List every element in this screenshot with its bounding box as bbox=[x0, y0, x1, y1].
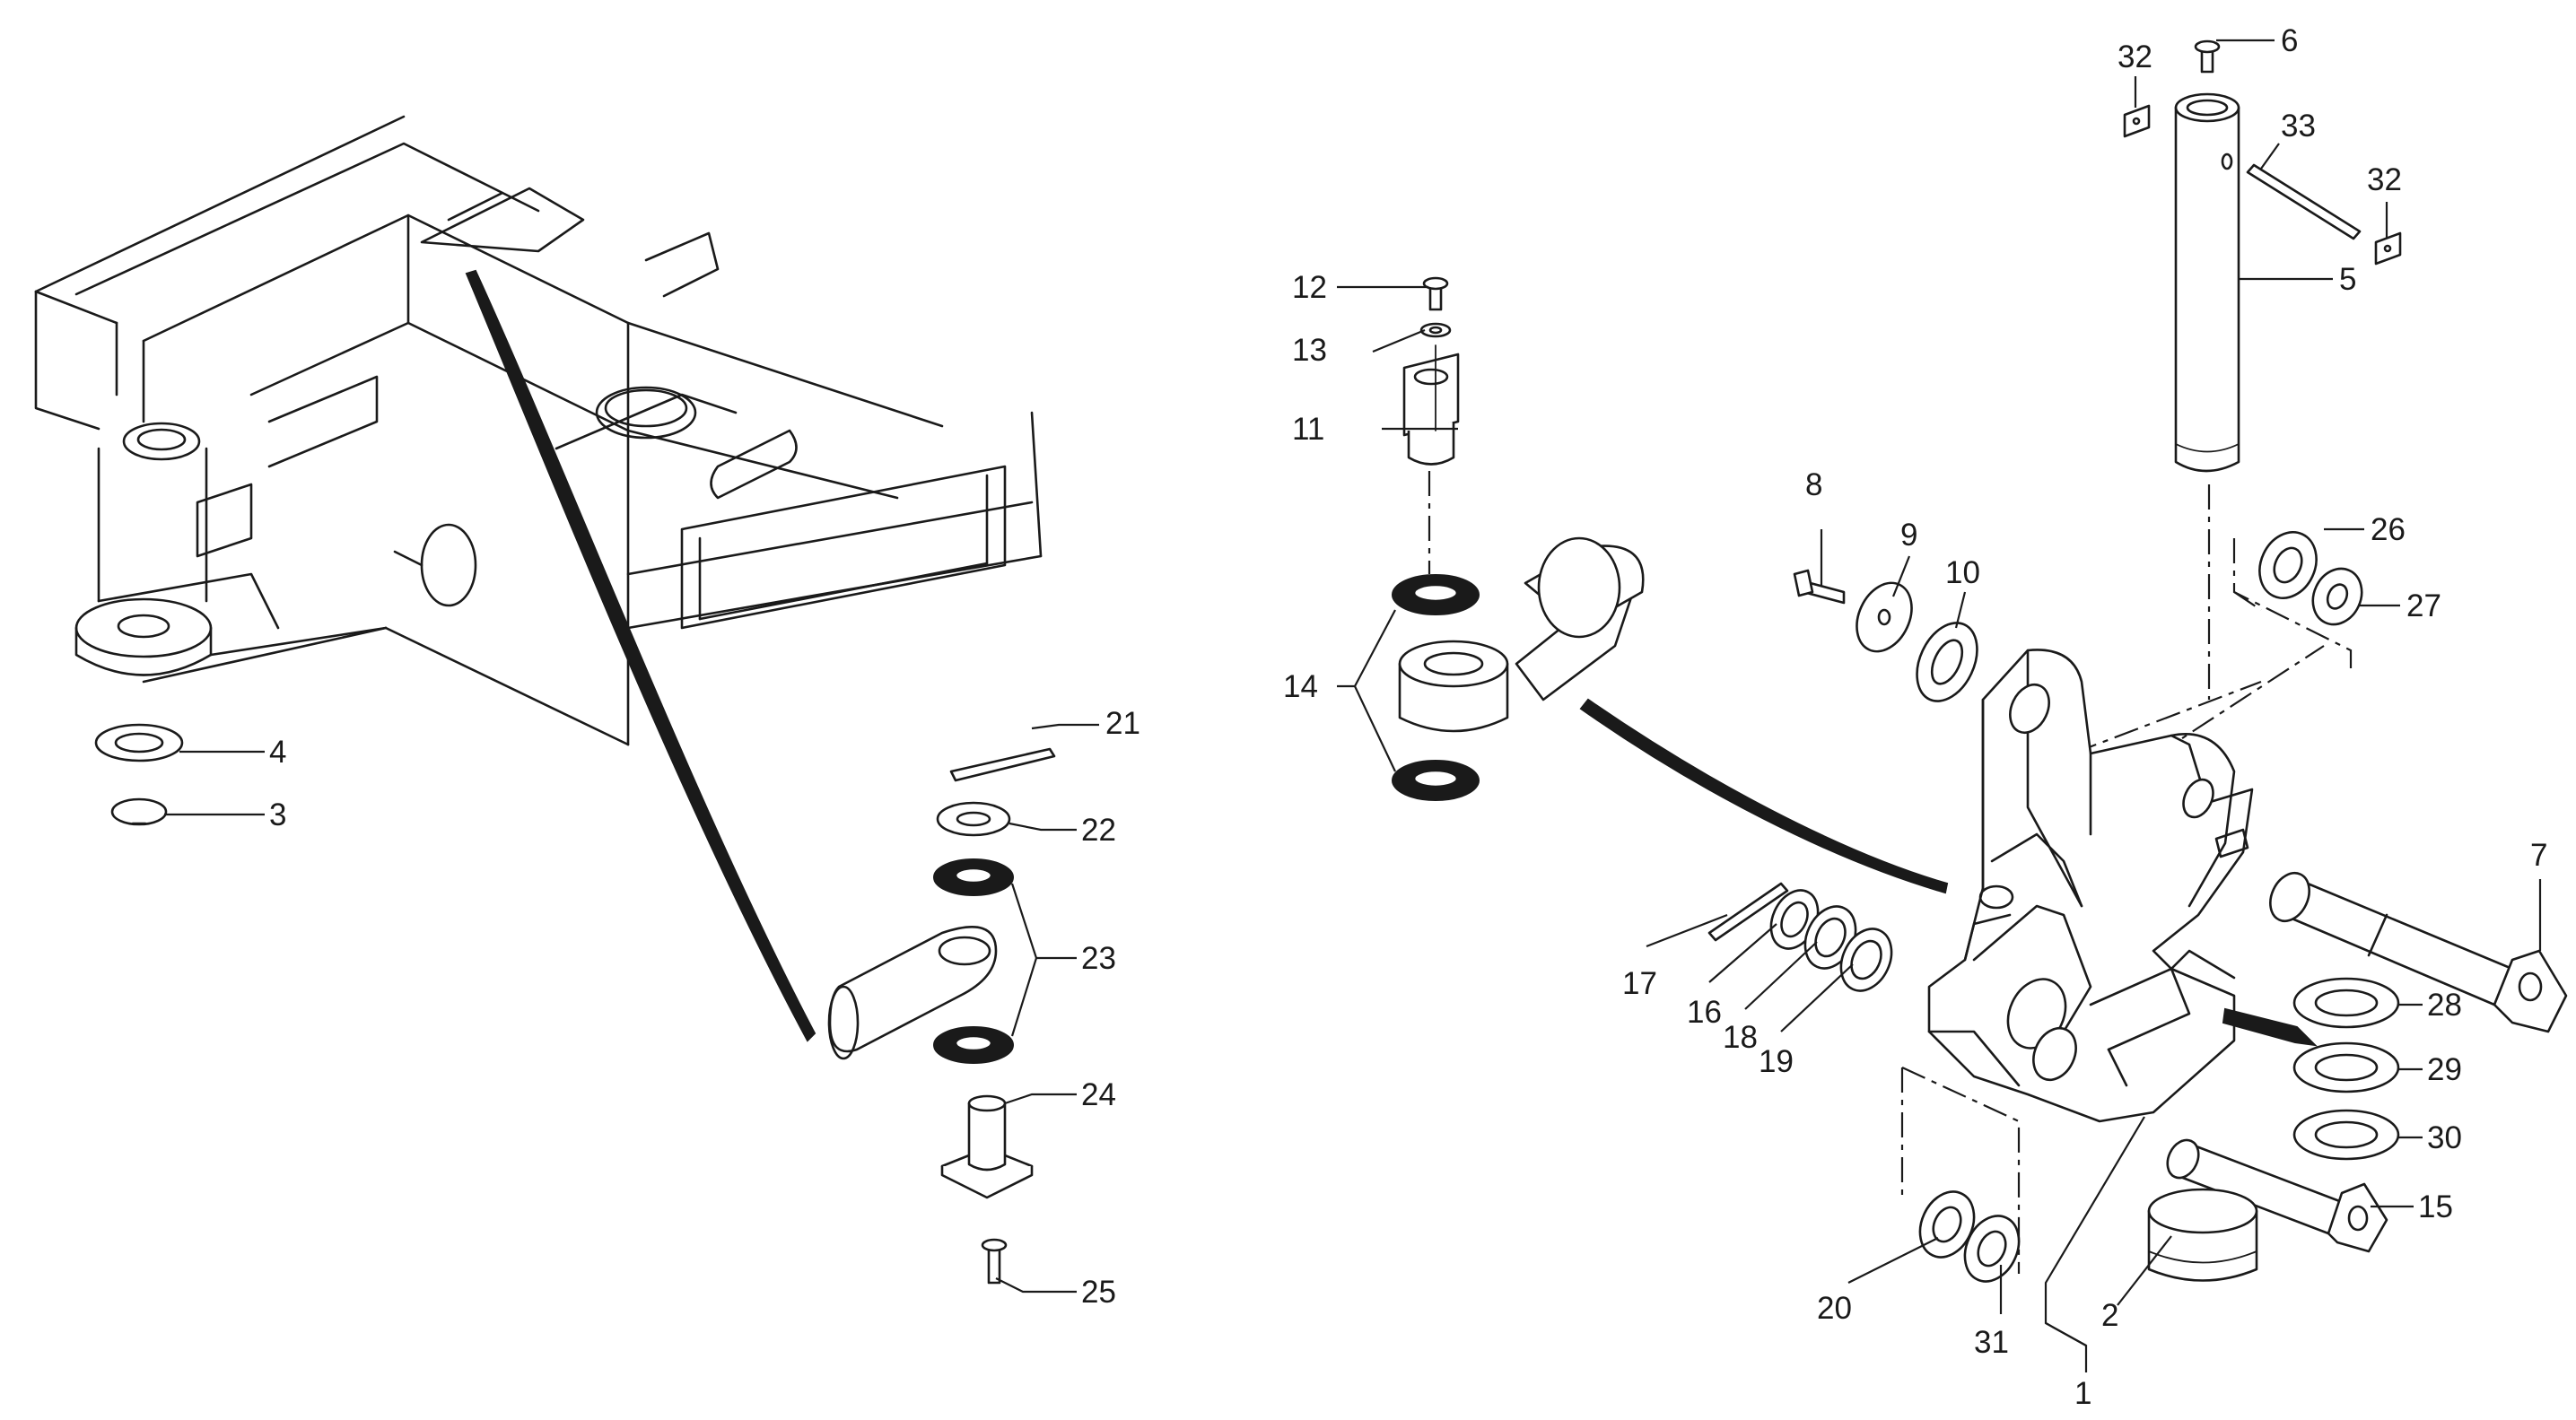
part-23-seal-upper bbox=[933, 858, 1014, 896]
callout-27: 27 bbox=[2406, 588, 2441, 623]
callout-4: 4 bbox=[269, 735, 286, 770]
part-31-washer bbox=[1963, 1215, 2021, 1283]
part-14-seal-lower bbox=[1392, 760, 1480, 801]
callout-3: 3 bbox=[269, 797, 286, 832]
part-33-rod bbox=[2246, 163, 2362, 240]
part-27-washer bbox=[2311, 567, 2363, 626]
part-11-bracket bbox=[1402, 344, 1460, 466]
part-22-washer bbox=[936, 801, 1011, 837]
part-23-seal-lower bbox=[933, 1026, 1014, 1064]
callout-8: 8 bbox=[1805, 467, 1822, 502]
part-10-washer bbox=[1916, 622, 1978, 702]
callout-14: 14 bbox=[1283, 669, 1318, 704]
part-1-swing-bracket bbox=[1927, 649, 2254, 1123]
callout-32a: 32 bbox=[2118, 39, 2152, 74]
part-4-washer bbox=[94, 723, 184, 762]
indicator-curve-left bbox=[465, 269, 816, 1042]
part-17-cotter-pin bbox=[1707, 882, 1789, 942]
cylinder-rod-eye bbox=[827, 926, 998, 1060]
part-8-bolt bbox=[1793, 569, 1846, 605]
callout-20: 20 bbox=[1817, 1291, 1852, 1326]
callout-15: 15 bbox=[2418, 1189, 2453, 1224]
part-15-pin bbox=[2166, 1138, 2388, 1253]
callout-28: 28 bbox=[2427, 988, 2462, 1023]
callout-9: 9 bbox=[1900, 518, 1917, 553]
callout-30: 30 bbox=[2427, 1120, 2462, 1155]
indicator-curve-center bbox=[1579, 698, 1949, 894]
part-32-clip-right bbox=[2374, 231, 2402, 266]
callout-10: 10 bbox=[1945, 555, 1980, 590]
callout-12: 12 bbox=[1292, 270, 1327, 305]
callout-32b: 32 bbox=[2367, 162, 2402, 197]
part-29-washer bbox=[2292, 1041, 2400, 1093]
callout-25: 25 bbox=[1081, 1275, 1116, 1310]
part-3-snap-ring bbox=[110, 797, 168, 826]
part-2-bushing bbox=[2147, 1188, 2258, 1282]
callout-31: 31 bbox=[1974, 1325, 2009, 1360]
callout-22: 22 bbox=[1081, 813, 1116, 848]
callout-1: 1 bbox=[2074, 1376, 2091, 1411]
cylinder-end-center bbox=[1398, 536, 1645, 733]
callout-16: 16 bbox=[1687, 995, 1722, 1030]
leader-lines bbox=[164, 39, 2542, 1372]
part-32-clip-left bbox=[2123, 104, 2151, 138]
part-28-washer bbox=[2292, 977, 2400, 1029]
callout-7: 7 bbox=[2530, 838, 2547, 873]
callout-23: 23 bbox=[1081, 941, 1116, 976]
indicator-tab-right bbox=[2222, 1007, 2318, 1047]
callout-5: 5 bbox=[2339, 262, 2356, 297]
part-21-cotter-pin bbox=[949, 747, 1056, 782]
part-7-pin bbox=[2269, 871, 2568, 1033]
part-9-washer bbox=[1856, 581, 1913, 653]
bracket-20-31 bbox=[1900, 1067, 2021, 1274]
callout-18: 18 bbox=[1723, 1020, 1758, 1055]
callout-6: 6 bbox=[2281, 23, 2298, 58]
callout-17: 17 bbox=[1622, 966, 1657, 1001]
bracket-26-27 bbox=[2232, 538, 2353, 668]
part-5-pin bbox=[2174, 92, 2240, 473]
part-6-bolt bbox=[2194, 39, 2221, 74]
callout-21: 21 bbox=[1105, 706, 1140, 741]
callout-24: 24 bbox=[1081, 1077, 1116, 1112]
callout-2: 2 bbox=[2101, 1298, 2118, 1333]
callout-labels: 4 3 21 22 23 24 25 12 13 11 14 8 9 10 32… bbox=[269, 23, 2547, 1411]
part-13-washer bbox=[1419, 322, 1452, 338]
part-26-washer bbox=[2258, 531, 2318, 599]
callout-26: 26 bbox=[2371, 512, 2406, 547]
part-30-washer bbox=[2292, 1109, 2400, 1161]
callout-19: 19 bbox=[1759, 1044, 1794, 1079]
callout-13: 13 bbox=[1292, 333, 1327, 368]
part-24-pin bbox=[940, 1094, 1034, 1199]
part-14-seal-upper bbox=[1392, 574, 1480, 615]
callout-29: 29 bbox=[2427, 1052, 2462, 1087]
callout-11: 11 bbox=[1292, 412, 1324, 447]
chassis-frame bbox=[34, 115, 1043, 746]
part-19-washer bbox=[1839, 928, 1893, 992]
callout-33: 33 bbox=[2281, 109, 2316, 144]
part-12-bolt bbox=[1422, 276, 1449, 311]
part-25-bolt bbox=[981, 1238, 1008, 1285]
